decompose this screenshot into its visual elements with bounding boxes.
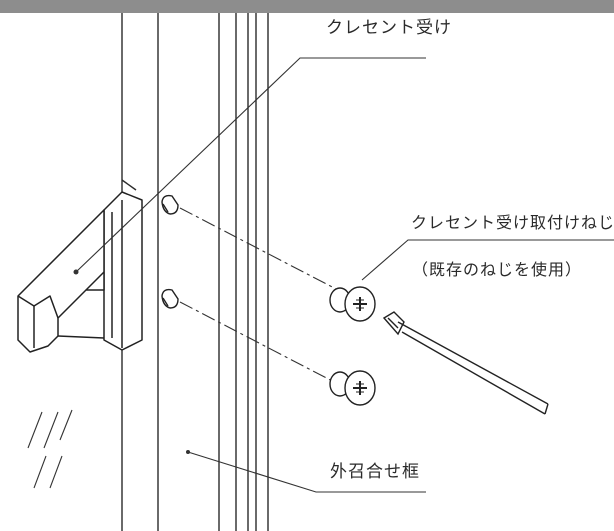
crescent-receiver — [17, 191, 143, 353]
screw-lower — [329, 370, 376, 406]
leader-lines — [75, 57, 614, 493]
label-crescent-receiver: クレセント受け — [326, 18, 452, 38]
leader-dot — [186, 450, 190, 454]
header-strip — [0, 0, 614, 13]
leader-dot — [73, 269, 79, 275]
outer-meeting-stile — [121, 13, 269, 531]
glass-hatch — [27, 409, 73, 489]
label-outer-meeting-stile: 外召合せ框 — [330, 462, 420, 482]
label-existing-screws-note: （既存のねじを使用） — [412, 260, 583, 279]
screw-upper — [329, 286, 376, 322]
label-receiver-screws: クレセント受け取付けねじ — [411, 213, 614, 232]
assembly-center-lines — [179, 207, 339, 385]
screwdriver — [382, 311, 549, 415]
screw-slots — [161, 194, 179, 309]
